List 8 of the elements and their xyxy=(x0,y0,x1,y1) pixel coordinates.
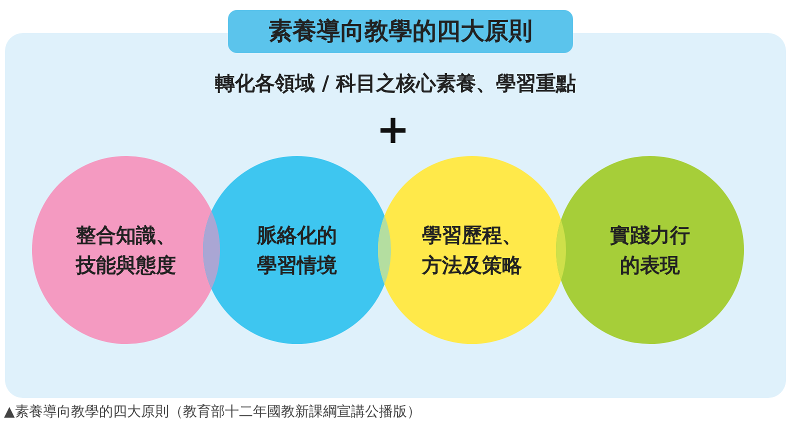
circle-label: 學習歷程、方法及策略 xyxy=(420,222,523,279)
plus-sign: + xyxy=(375,108,411,152)
circle-label: 脈絡化的學習情境 xyxy=(256,222,338,279)
subtitle: 轉化各領域 / 科目之核心素養、學習重點 xyxy=(214,70,578,97)
caption: ▲素養導向教學的四大原則（教育部十二年國教新課綱宣講公播版） xyxy=(4,403,421,421)
circle-label: 實踐力行的表現 xyxy=(609,222,691,279)
circle-label: 整合知識、技能與態度 xyxy=(74,222,177,279)
title-banner: 素養導向教學的四大原則 xyxy=(228,10,573,53)
